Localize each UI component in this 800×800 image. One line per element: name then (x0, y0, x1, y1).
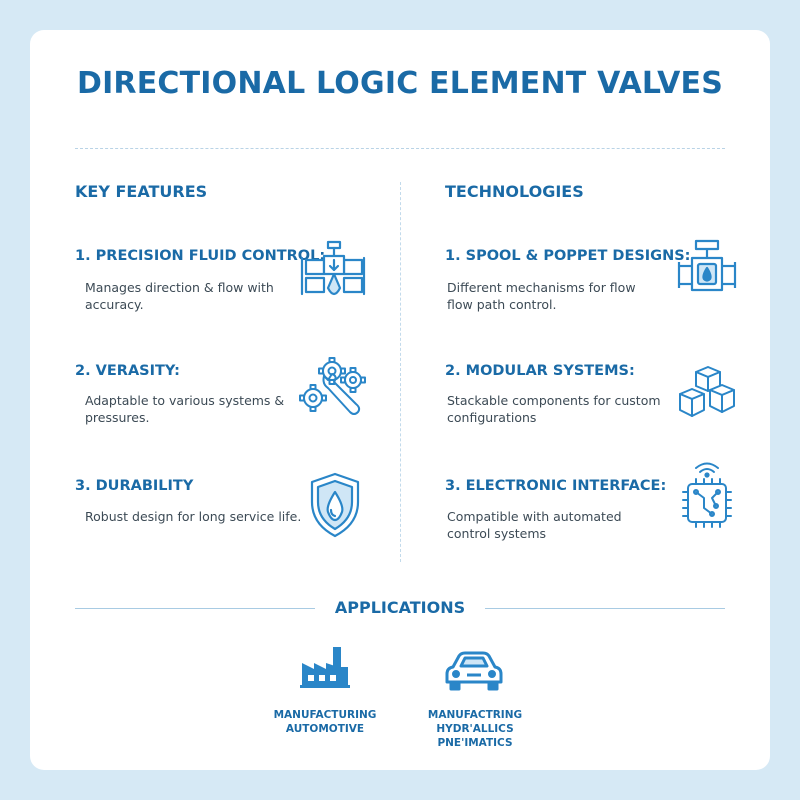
application-1-line-1: MANUFACTURING (273, 709, 377, 721)
tech-1-desc: Different mechanisms for flow flow path … (447, 280, 636, 312)
cubes-icon (676, 366, 738, 422)
feature-2-desc: Adaptable to various systems & pressures… (85, 393, 285, 425)
application-2-line-1: MANUFACTRING (427, 709, 523, 721)
title-divider (75, 148, 725, 149)
tech-2-desc: Stackable components for custom configur… (447, 393, 661, 425)
valve-flow-icon (300, 238, 366, 308)
application-label-1: MANUFACTURING AUTOMOTIVE (240, 708, 410, 736)
applications-rule-left (75, 608, 315, 609)
feature-2-title: 2. VERASITY: (75, 363, 180, 379)
application-label-2: MANUFACTRING HYDR'ALLICS PNE'IMATICS (390, 708, 560, 750)
tech-2-title: 2. MODULAR SYSTEMS: (445, 363, 635, 379)
feature-3-desc: Robust design for long service life. (85, 509, 302, 524)
car-icon (443, 650, 505, 692)
application-2-line-2: HYDR'ALLICS (436, 723, 514, 735)
poppet-valve-icon (676, 238, 738, 304)
tech-3-title: 3. ELECTRONIC INTERFACE: (445, 478, 667, 494)
feature-3-title: 3. DURABILITY (75, 478, 194, 494)
column-divider (400, 182, 401, 562)
page-title: DIRECTIONAL LOGIC ELEMENT VALVES (76, 66, 724, 101)
feature-1-title: 1. PRECISION FLUID CONTROL: (75, 248, 326, 264)
application-2-line-3: PNE'IMATICS (437, 737, 513, 749)
technologies-heading: TECHNOLOGIES (445, 182, 584, 201)
tech-1-title: 1. SPOOL & POPPET DESIGNS: (445, 248, 691, 264)
applications-heading: APPLICATIONS (334, 598, 466, 617)
features-heading: KEY FEATURES (75, 182, 208, 201)
gears-wrench-icon (298, 354, 368, 422)
feature-1-desc: Manages direction & flow with accuracy. (85, 280, 274, 312)
circuit-chip-icon (676, 462, 738, 540)
tech-3-desc: Compatible with automated control system… (447, 509, 622, 541)
application-1-line-2: AUTOMOTIVE (285, 723, 365, 735)
shield-drop-icon (306, 470, 364, 540)
applications-rule-right (485, 608, 725, 609)
factory-icon (300, 645, 350, 689)
